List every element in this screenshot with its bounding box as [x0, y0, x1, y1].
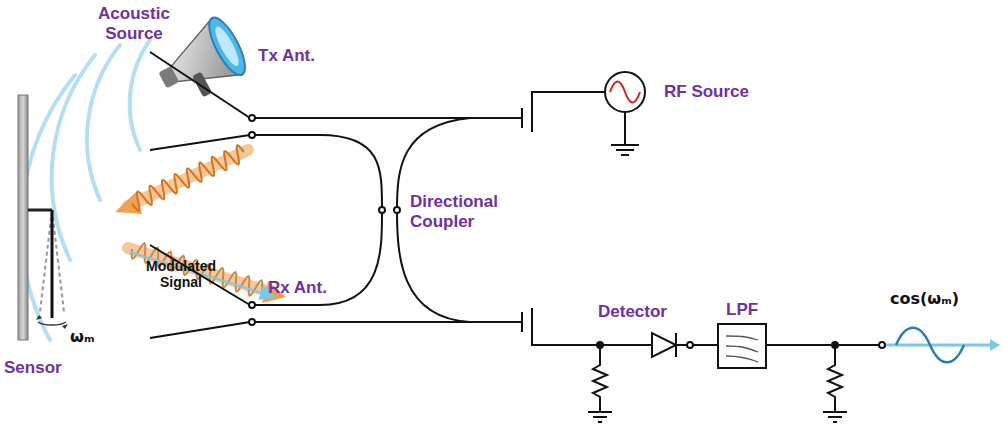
- source-label: RF Source: [664, 82, 749, 102]
- acoustic-waves: [21, 40, 150, 340]
- component-label: Directional Coupler: [410, 192, 520, 231]
- signal-label: Modulated Signal: [136, 258, 226, 290]
- sensor-label: Sensor: [4, 358, 62, 378]
- rf-circuit-wires: [150, 52, 885, 422]
- output-waveform: [886, 328, 1000, 363]
- frequency-label: ωₘ: [70, 328, 95, 346]
- antenna-label: Tx Ant.: [258, 46, 315, 66]
- antenna-label: Rx Ant.: [268, 278, 327, 298]
- component-label: Detector: [598, 302, 667, 322]
- sensor-plate: [18, 95, 68, 340]
- output-label: cos(ωₘ): [890, 290, 959, 308]
- component-label: LPF: [726, 300, 758, 320]
- modulated-signal: [128, 244, 286, 304]
- source-label: Acoustic Source: [92, 4, 176, 43]
- incoming-signal: [115, 145, 248, 214]
